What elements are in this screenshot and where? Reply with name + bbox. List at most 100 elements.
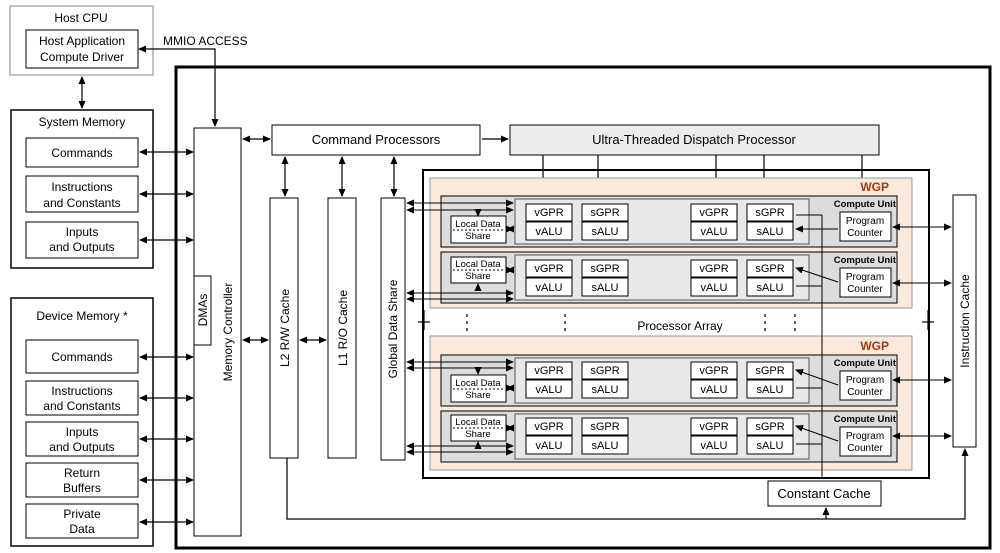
sgpr-1a (581, 203, 629, 222)
sgpr-4b-label: sGPR (755, 421, 784, 433)
compute-driver-label: Compute Driver (40, 50, 124, 64)
salu-2a (581, 277, 629, 297)
program-counter-3 (839, 370, 892, 401)
devmem-private-box (25, 503, 139, 539)
sysmem-commands-box (25, 137, 139, 168)
sgpr-2b-label: sGPR (755, 263, 784, 275)
device-memory-title: Device Memory * (36, 309, 128, 323)
memory-controller-label: Memory Controller (221, 283, 235, 382)
lds-2-label: Local Data (455, 259, 501, 270)
sysmem-io-box (25, 221, 139, 259)
sgpr-3a-label: sGPR (590, 365, 619, 377)
dispatch-processor-label: Ultra-Threaded Dispatch Processor (592, 132, 796, 147)
salu-1b-label: sALU (757, 226, 784, 238)
program-counter-2-label-2: Counter (847, 284, 883, 295)
program-counter-4 (839, 426, 892, 457)
program-counter-3-label-2: Counter (847, 387, 883, 398)
salu-1a-label: sALU (592, 226, 619, 238)
valu-4b (690, 435, 738, 455)
sgpr-4b (746, 417, 794, 436)
devmem-io-label-2: and Outputs (49, 440, 114, 454)
instruction-cache-label: Instruction Cache (958, 274, 972, 368)
vgpr-4b (690, 417, 738, 436)
sgpr-1b (746, 203, 794, 222)
lds-1-label: Local Data (455, 219, 501, 230)
vgpr-1b-label: vGPR (699, 207, 728, 219)
l2-cache-label: L2 R/W Cache (278, 289, 292, 367)
valu-4b-label: vALU (701, 440, 728, 452)
devmem-io-label: Inputs (66, 425, 99, 439)
vgpr-3a (525, 361, 573, 380)
valu-1b (690, 221, 738, 241)
lds-2-label-2: Share (465, 271, 490, 282)
vgpr-2a (525, 259, 573, 278)
lds-3-label-2: Share (465, 390, 490, 401)
vgpr-1b (690, 203, 738, 222)
program-counter-3-label: Program (846, 375, 884, 386)
system-memory: System Memory Commands Instructions and … (10, 109, 154, 269)
sgpr-3a (581, 361, 629, 380)
valu-3a-label: vALU (536, 384, 563, 396)
processor-array-label: Processor Array (637, 319, 722, 333)
sysmem-io-label-2: and Outputs (49, 240, 114, 254)
devmem-commands-label: Commands (51, 350, 112, 364)
processor-array (422, 169, 930, 479)
command-processors (271, 124, 481, 156)
sysmem-instructions-box (25, 175, 139, 213)
pc-arrows (795, 214, 839, 445)
global-data-share (380, 197, 406, 461)
lds-4-label: Local Data (455, 417, 501, 428)
program-counter-1-label-2: Counter (847, 228, 883, 239)
salu-2b-label: sALU (757, 282, 784, 294)
l2-icache-bus (286, 448, 969, 520)
program-counter-1 (839, 211, 892, 242)
valu-1a-label: vALU (536, 226, 563, 238)
salu-4b-label: sALU (757, 440, 784, 452)
vgpr-1a-label: vGPR (534, 207, 563, 219)
vgpr-3b (690, 361, 738, 380)
processor-array-dots (466, 314, 796, 334)
sgpr-3b-label: sGPR (755, 365, 784, 377)
lds-4-label-2: Share (465, 429, 490, 440)
valu-1a (525, 221, 573, 241)
sysmem-instructions-label-2: and Constants (43, 196, 120, 210)
vgpr-2a-label: vGPR (534, 263, 563, 275)
salu-1b (746, 221, 794, 241)
vgpr-2b (690, 259, 738, 278)
devmem-private-label: Private (63, 507, 101, 521)
salu-3a-label: sALU (592, 384, 619, 396)
dmas-label: DMAs (196, 294, 210, 327)
command-processors-label: Command Processors (312, 132, 441, 147)
salu-4a (581, 435, 629, 455)
vgpr-2b-label: vGPR (699, 263, 728, 275)
constant-cache (767, 480, 882, 507)
lds-1-label-2: Share (465, 231, 490, 242)
devmem-commands-box (25, 339, 139, 374)
salu-2a-label: sALU (592, 282, 619, 294)
sgpr-2a (581, 259, 629, 278)
devmem-instructions-label-2: and Constants (43, 399, 120, 413)
compute-unit-4-label: Compute Unit (834, 414, 897, 425)
lds-3-label: Local Data (455, 378, 501, 389)
valu-4a (525, 435, 573, 455)
compute-unit-1-label: Compute Unit (834, 199, 897, 210)
array-bus-markers (418, 310, 934, 330)
valu-2b (690, 277, 738, 297)
salu-3b (746, 379, 794, 399)
mmio-access-label: MMIO ACCESS (163, 34, 248, 48)
devmem-return-label: Return (64, 466, 100, 480)
instruction-cache (952, 194, 977, 448)
salu-4b (746, 435, 794, 455)
wgp-1-label: WGP (860, 180, 889, 194)
devmem-instructions-box (25, 380, 139, 416)
valu-2a (525, 277, 573, 297)
salu-4a-label: sALU (592, 440, 619, 452)
sgpr-1b-label: sGPR (755, 207, 784, 219)
devmem-instructions-label: Instructions (51, 384, 112, 398)
valu-2a-label: vALU (536, 282, 563, 294)
vgpr-4a (525, 417, 573, 436)
program-counter-1-label: Program (846, 216, 884, 227)
devmem-io-box (25, 421, 139, 457)
valu-4a-label: vALU (536, 440, 563, 452)
host-cpu: Host CPU Host Application Compute Driver (9, 5, 154, 76)
